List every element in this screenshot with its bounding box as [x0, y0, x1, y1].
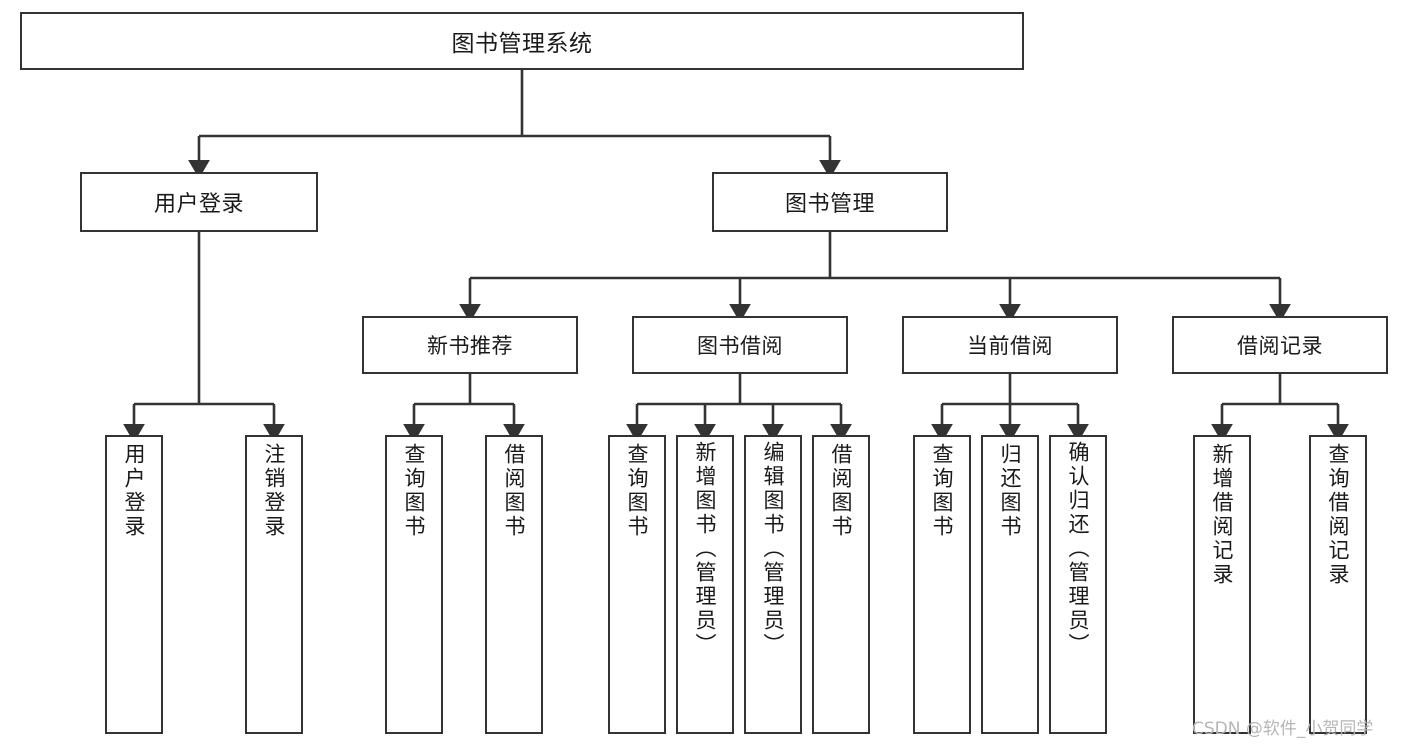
node-label: 用户登录: [122, 443, 147, 539]
node-current-borrow[interactable]: 当前借阅: [902, 316, 1118, 374]
node-label: 归还图书: [998, 443, 1023, 539]
node-label: 借阅图书: [502, 443, 527, 539]
node-label: 查询图书: [930, 443, 955, 539]
node-label: 新书推荐: [427, 334, 513, 358]
node-label: 借阅图书: [829, 443, 854, 539]
leaf-node-borrow-book-recommend[interactable]: 借阅图书: [485, 435, 543, 734]
node-root-book-management-system[interactable]: 图书管理系统: [20, 12, 1024, 70]
node-label: 新增借阅记录: [1210, 443, 1235, 587]
leaf-node-return-book[interactable]: 归还图书: [981, 435, 1039, 734]
node-label: 查询图书: [625, 443, 650, 539]
node-label: 查询借阅记录: [1326, 443, 1351, 587]
node-label: 确认归还（管理员）: [1066, 441, 1091, 657]
leaf-node-confirm-return-admin[interactable]: 确认归还（管理员）: [1049, 435, 1107, 734]
node-label: 用户登录: [153, 192, 244, 217]
leaf-node-user-logout[interactable]: 注销登录: [245, 435, 303, 734]
leaf-node-add-borrow-record[interactable]: 新增借阅记录: [1193, 435, 1251, 734]
leaf-node-borrow-book[interactable]: 借阅图书: [812, 435, 870, 734]
leaf-node-user-login[interactable]: 用户登录: [105, 435, 163, 734]
leaf-node-add-book-admin[interactable]: 新增图书（管理员）: [676, 435, 734, 734]
leaf-node-query-borrow-record[interactable]: 查询借阅记录: [1309, 435, 1367, 734]
node-book-management[interactable]: 图书管理: [712, 172, 948, 232]
node-label: 图书借阅: [697, 334, 783, 358]
leaf-node-query-book-borrow[interactable]: 查询图书: [608, 435, 666, 734]
leaf-node-query-book-recommend[interactable]: 查询图书: [385, 435, 443, 734]
node-label: 当前借阅: [967, 334, 1053, 358]
node-label: 借阅记录: [1237, 334, 1323, 358]
node-label: 新增图书（管理员）: [693, 441, 718, 657]
node-label: 图书管理系统: [451, 31, 593, 57]
node-label: 注销登录: [262, 443, 287, 539]
leaf-node-query-book-current[interactable]: 查询图书: [913, 435, 971, 734]
node-label: 编辑图书（管理员）: [761, 441, 786, 657]
node-book-borrow[interactable]: 图书借阅: [632, 316, 848, 374]
node-user-login[interactable]: 用户登录: [80, 172, 318, 232]
node-label: 图书管理: [784, 192, 875, 217]
leaf-node-edit-book-admin[interactable]: 编辑图书（管理员）: [744, 435, 802, 734]
node-label: 查询图书: [402, 443, 427, 539]
csdn-watermark: CSDN @软件_小贺同学: [1192, 719, 1374, 739]
node-new-book-recommend[interactable]: 新书推荐: [362, 316, 578, 374]
node-borrow-record[interactable]: 借阅记录: [1172, 316, 1388, 374]
